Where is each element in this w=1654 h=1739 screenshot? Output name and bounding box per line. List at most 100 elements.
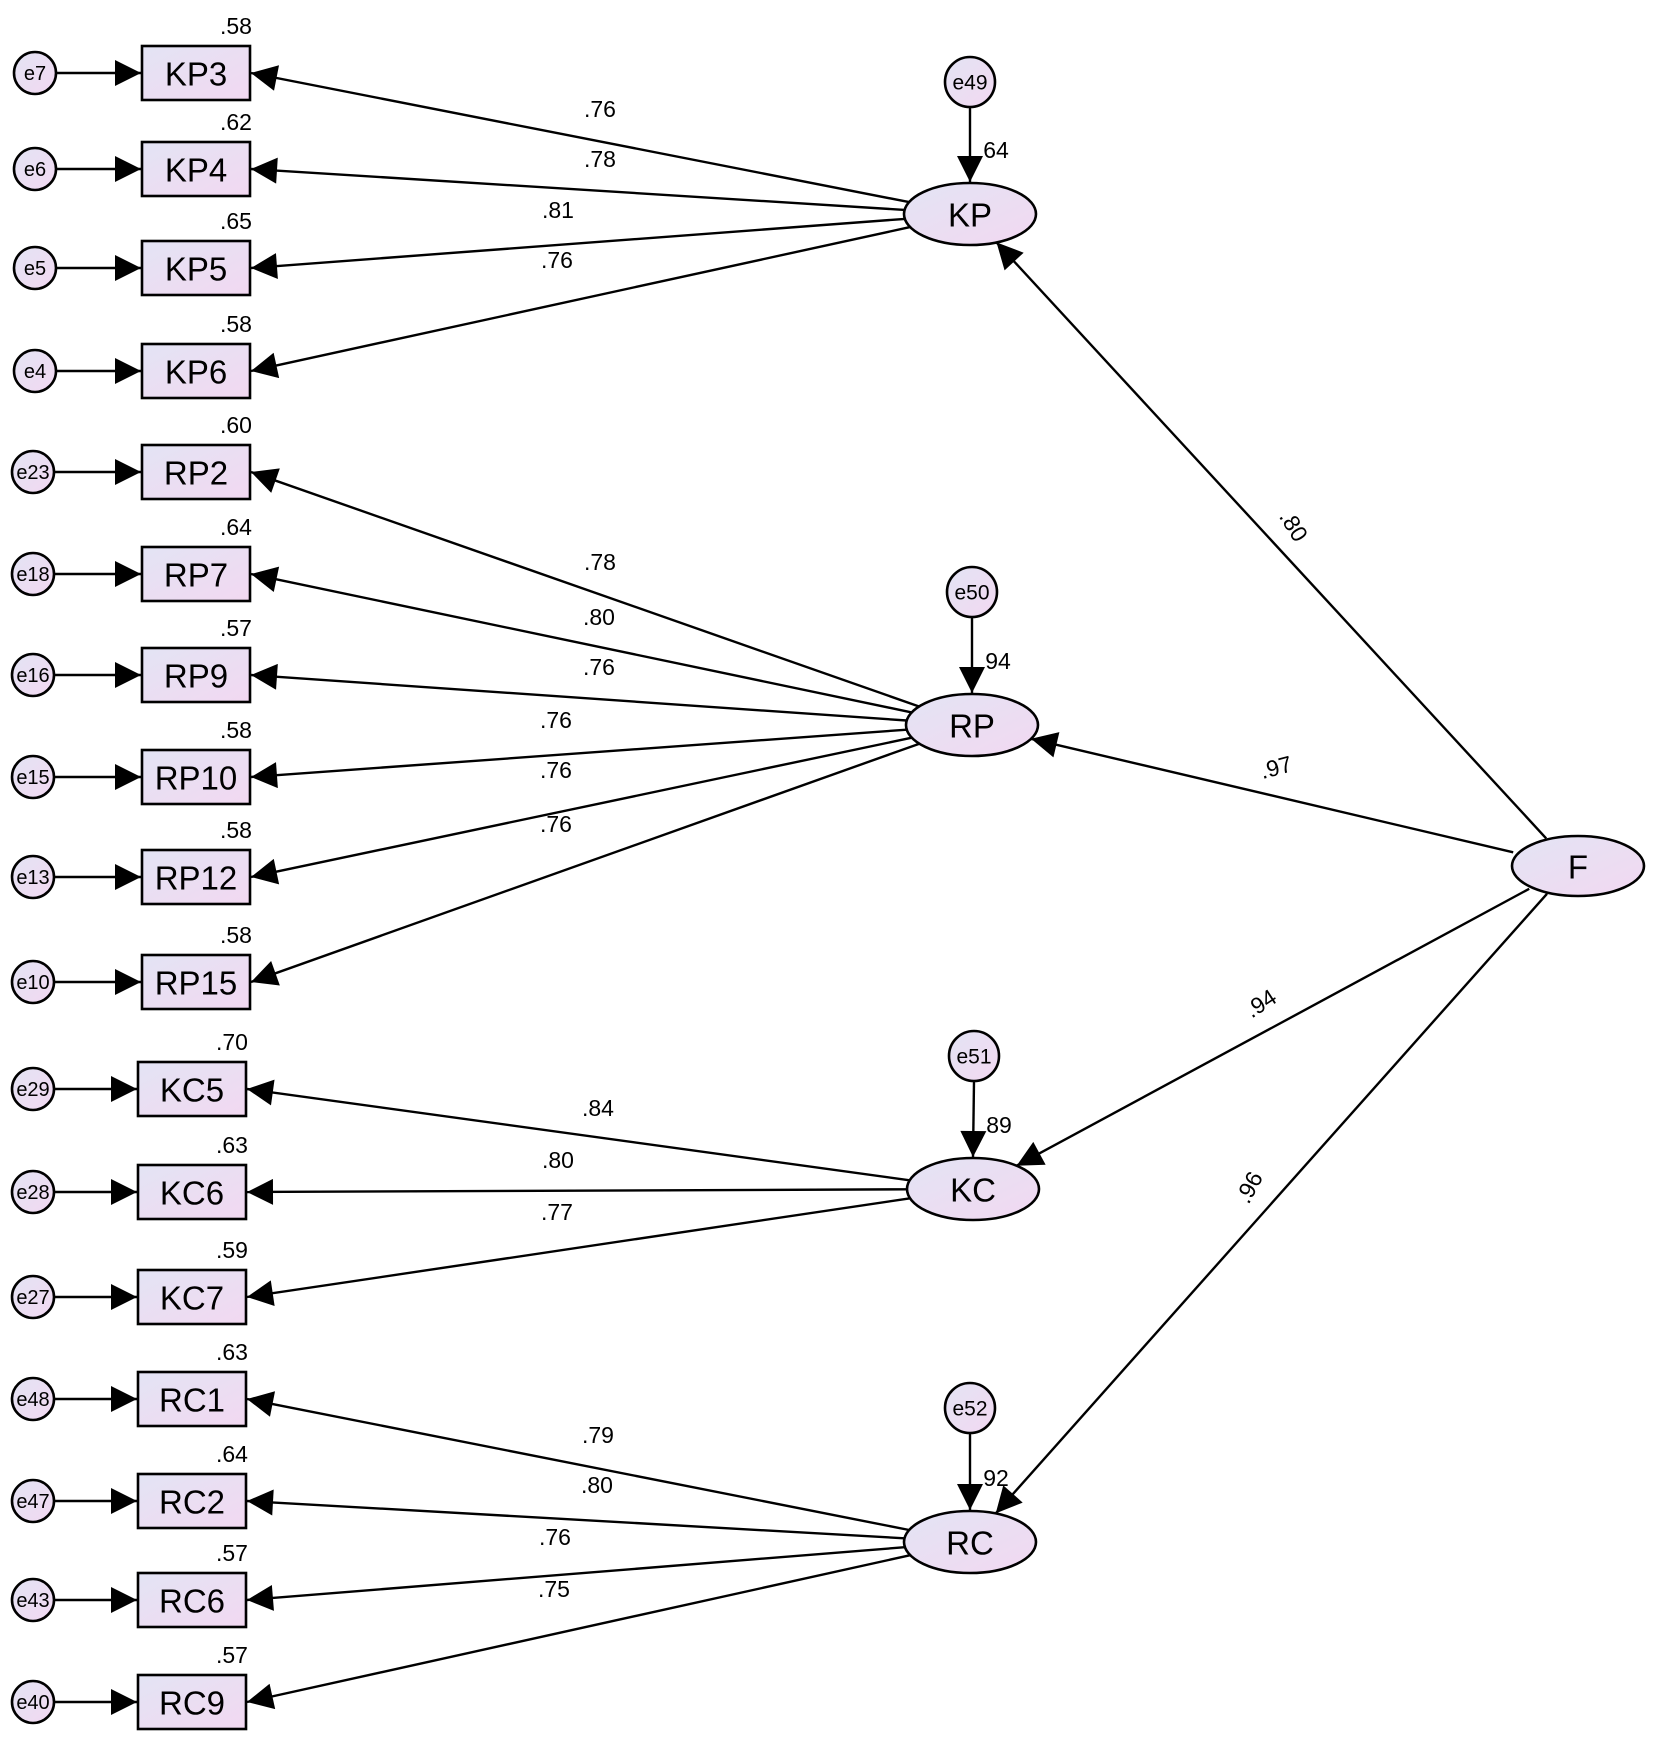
r-squared-label: .63 xyxy=(216,1132,248,1158)
r-squared-label: .58 xyxy=(220,311,252,337)
loading-arrow-rp12 xyxy=(250,736,913,885)
indicator-box-kp3 xyxy=(140,44,252,102)
error-term-e13 xyxy=(10,854,56,900)
r-squared-label: .58 xyxy=(220,717,252,743)
r-squared-label: .65 xyxy=(220,208,252,234)
factor-r-squared-label: 92 xyxy=(983,1465,1009,1491)
disturbance-term-e51 xyxy=(947,1029,1001,1083)
indicator-box-rp15 xyxy=(140,953,252,1011)
error-term-e27 xyxy=(10,1274,56,1320)
loading-label: .80 xyxy=(583,604,615,630)
error-label: e43 xyxy=(16,1590,49,1612)
second-order-loading-label: .96 xyxy=(1230,1167,1268,1207)
loading-arrow-kp3 xyxy=(250,65,910,204)
factor-r-squared-label: 94 xyxy=(985,648,1011,674)
error-label: e16 xyxy=(16,665,49,687)
error-term-e15 xyxy=(10,754,56,800)
error-label: e5 xyxy=(24,258,46,280)
error-term-e5 xyxy=(12,245,58,291)
loading-label: .76 xyxy=(541,247,573,273)
error-label: e10 xyxy=(16,972,49,994)
error-term-e7 xyxy=(12,50,58,96)
indicator-label: RC1 xyxy=(159,1382,225,1419)
error-label: e23 xyxy=(16,462,49,484)
error-term-e28 xyxy=(10,1169,56,1215)
second-order-arrow-kp xyxy=(995,241,1548,840)
disturbance-label: e51 xyxy=(956,1046,991,1069)
second-order-loading-label: .97 xyxy=(1257,751,1295,784)
indicator-box-kc5 xyxy=(136,1060,248,1118)
indicator-label: KC6 xyxy=(160,1175,224,1212)
indicator-box-rc1 xyxy=(136,1370,248,1428)
loading-label: .80 xyxy=(542,1147,574,1173)
factor-r-squared-label: 89 xyxy=(986,1112,1012,1138)
error-term-e10 xyxy=(10,959,56,1005)
disturbance-arrow-kc xyxy=(960,1080,987,1158)
error-term-e16 xyxy=(10,652,56,698)
loading-label: .76 xyxy=(583,654,615,680)
error-label: e18 xyxy=(16,564,49,586)
loading-label: .76 xyxy=(540,707,572,733)
latent-factor-label: KP xyxy=(948,197,992,234)
loading-label: .76 xyxy=(539,1524,571,1550)
loading-arrow-rp7 xyxy=(250,566,912,714)
loading-label: .76 xyxy=(540,811,572,837)
loading-label: .78 xyxy=(584,549,616,575)
loading-arrow-kc6 xyxy=(246,1178,908,1205)
indicator-box-rp9 xyxy=(140,646,252,704)
r-squared-label: .59 xyxy=(216,1237,248,1263)
indicator-box-kp4 xyxy=(140,140,252,198)
indicator-box-rp7 xyxy=(140,545,252,603)
r-squared-label: .57 xyxy=(216,1642,248,1668)
error-label: e13 xyxy=(16,867,49,889)
latent-factor-kp xyxy=(902,181,1038,247)
loading-label: .79 xyxy=(582,1422,614,1448)
factor-r-squared-label: 64 xyxy=(983,137,1009,163)
indicator-box-rp2 xyxy=(140,443,252,501)
loading-arrow-rc9 xyxy=(246,1554,911,1710)
indicator-box-kp5 xyxy=(140,239,252,297)
indicator-label: RP10 xyxy=(155,760,238,797)
error-label: e15 xyxy=(16,767,49,789)
loading-arrow-rp2 xyxy=(250,468,920,708)
second-order-factor-label: F xyxy=(1568,849,1588,886)
indicator-label: KP5 xyxy=(165,251,227,288)
loading-label: .80 xyxy=(581,1472,613,1498)
indicator-box-kc7 xyxy=(136,1268,248,1326)
error-label: e29 xyxy=(16,1079,49,1101)
indicator-label: RP12 xyxy=(155,860,238,897)
second-order-arrow-rc xyxy=(994,893,1548,1515)
indicator-label: KP4 xyxy=(165,152,227,189)
indicator-label: KC5 xyxy=(160,1072,224,1109)
path-arrows xyxy=(54,60,1548,1715)
disturbance-term-e52 xyxy=(943,1381,997,1435)
indicator-label: RC2 xyxy=(159,1484,225,1521)
r-squared-label: .58 xyxy=(220,817,252,843)
indicator-box-kp6 xyxy=(140,342,252,400)
r-squared-label: .57 xyxy=(220,615,252,641)
loading-arrow-kp5 xyxy=(250,217,905,280)
loading-arrow-rp10 xyxy=(250,728,907,789)
second-order-loading-label: .80 xyxy=(1274,505,1313,546)
loading-label: .76 xyxy=(584,96,616,122)
r-squared-label: .64 xyxy=(220,514,252,540)
loading-arrow-rc2 xyxy=(246,1489,905,1540)
second-order-arrow-kc xyxy=(1016,887,1530,1167)
second-order-factor-f xyxy=(1510,834,1646,898)
r-squared-label: .64 xyxy=(216,1441,248,1467)
loading-arrow-kc5 xyxy=(246,1079,910,1182)
loading-label: .75 xyxy=(538,1576,570,1602)
loading-arrow-rp15 xyxy=(250,742,920,986)
r-squared-label: .62 xyxy=(220,109,252,135)
indicator-box-rc2 xyxy=(136,1472,248,1530)
indicator-box-rc6 xyxy=(136,1571,248,1629)
r-squared-label: .58 xyxy=(220,13,252,39)
error-label: e28 xyxy=(16,1182,49,1204)
indicator-label: RP7 xyxy=(164,557,228,594)
loading-label: .84 xyxy=(582,1095,614,1121)
r-squared-label: .58 xyxy=(220,922,252,948)
indicator-box-rp10 xyxy=(140,748,252,806)
latent-factor-label: KC xyxy=(950,1172,996,1209)
r-squared-label: .57 xyxy=(216,1540,248,1566)
